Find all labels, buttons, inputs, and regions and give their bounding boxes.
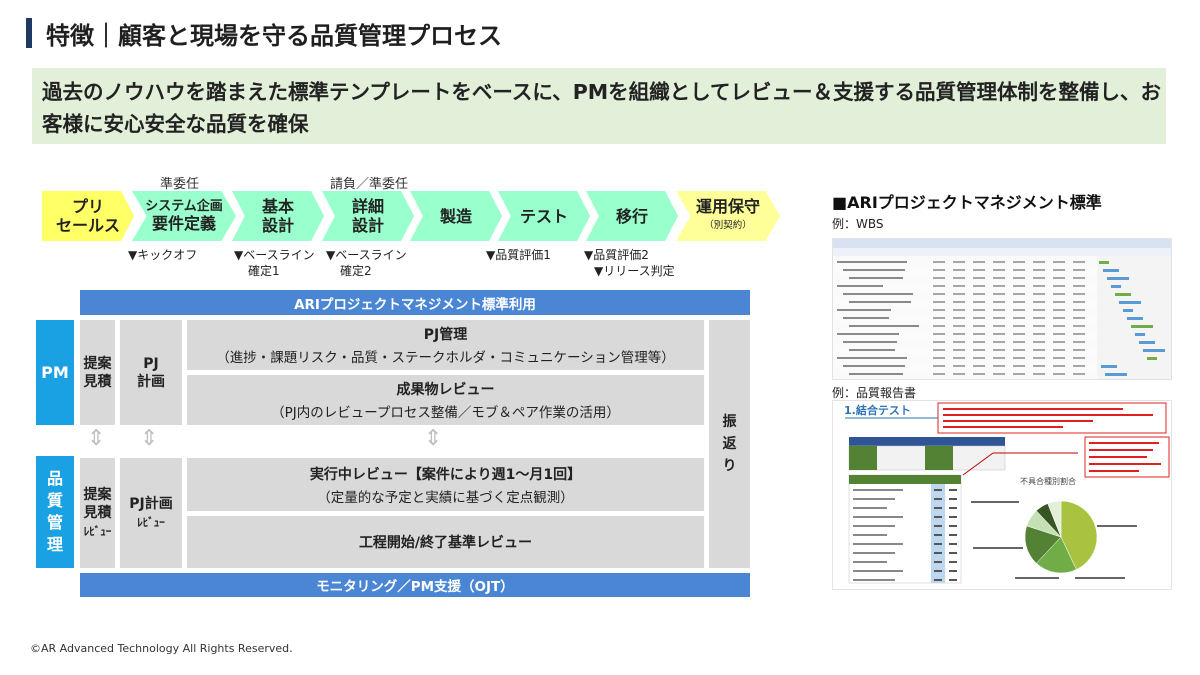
double-arrow-icon: ⇕	[140, 426, 159, 451]
pm-proposal-estimate-box: 提案見積	[80, 320, 115, 425]
milestone-quality-eval-1: ▼品質評価1	[486, 248, 551, 262]
copyright-footer: ©AR Advanced Technology All Rights Reser…	[30, 642, 293, 655]
double-arrow-icon: ⇕	[424, 426, 443, 451]
report-section-heading: 1.結合テスト	[844, 404, 911, 417]
quality-report-image	[845, 402, 1170, 584]
phase-basic-design: 基本設計	[232, 191, 324, 241]
quality-report-thumbnail	[832, 400, 1172, 590]
phase-migration: 移行	[586, 191, 678, 241]
qa-proposal-estimate-review-box: 提案見積ﾚﾋﾞｭｰ	[80, 458, 115, 568]
quality-management-label-box: 品質管理	[36, 456, 74, 568]
deliverable-review-box: 成果物レビュー （PJ内のレビュープロセス整備／モブ＆ペア作業の活用）	[187, 375, 704, 425]
milestone-quality-eval-2: ▼品質評価2▼リリース判定	[584, 248, 675, 278]
wbs-example-label: 例：WBS	[832, 217, 884, 231]
quality-report-example-label: 例：品質報告書	[832, 386, 917, 400]
double-arrow-icon: ⇕	[87, 426, 106, 451]
pie-chart-title: 不具合種別割合	[1020, 477, 1076, 486]
milestone-baseline-2: ▼ベースライン確定2	[326, 248, 407, 278]
wbs-thumbnail	[832, 238, 1172, 380]
phase-test: テスト	[498, 191, 590, 241]
title-accent-bar	[26, 18, 32, 48]
standard-usage-bar: ARIプロジェクトマネジメント標準利用	[80, 290, 750, 315]
wbs-spreadsheet-image	[833, 239, 1171, 379]
phase-detailed-design: 詳細設計	[322, 191, 414, 241]
milestone-kickoff: ▼キックオフ	[128, 248, 198, 262]
page-title: 特徴｜顧客と現場を守る品質管理プロセス	[46, 22, 502, 50]
summary-banner-text: 過去のノウハウを踏まえた標準テンプレートをベースに、PMを組織としてレビュー＆支…	[42, 80, 1162, 136]
qa-project-plan-review-box: PJ計画ﾚﾋﾞｭｰ	[120, 458, 182, 568]
retrospective-box: 振返り	[709, 320, 750, 568]
phase-presales: プリセールス	[42, 191, 134, 241]
monitoring-support-bar: モニタリング／PM支援（OJT）	[80, 573, 750, 597]
in-progress-review-box: 実行中レビュー【案件により週1～月1回】 （定量的な予定と実績に基づく定点観測）	[187, 458, 704, 511]
standard-panel-title: ■ARIプロジェクトマネジメント標準	[832, 193, 1102, 212]
phase-manufacturing: 製造	[410, 191, 502, 241]
milestone-baseline-1: ▼ベースライン確定1	[234, 248, 315, 278]
phase-contract-label-2: 請負／準委任	[330, 177, 409, 192]
summary-banner	[32, 68, 1166, 144]
phase-operations: 運用保守（別契約）	[676, 191, 780, 241]
phase-contract-label-1: 準委任	[160, 177, 200, 192]
pm-label-box: PM	[36, 320, 74, 425]
pj-management-box: PJ管理 （進捗・課題リスク・品質・ステークホルダ・コミュニケーション管理等）	[187, 320, 704, 370]
phase-requirements: システム企画要件定義	[132, 191, 236, 241]
phase-gate-review-box: 工程開始/終了基準レビュー	[187, 516, 704, 568]
